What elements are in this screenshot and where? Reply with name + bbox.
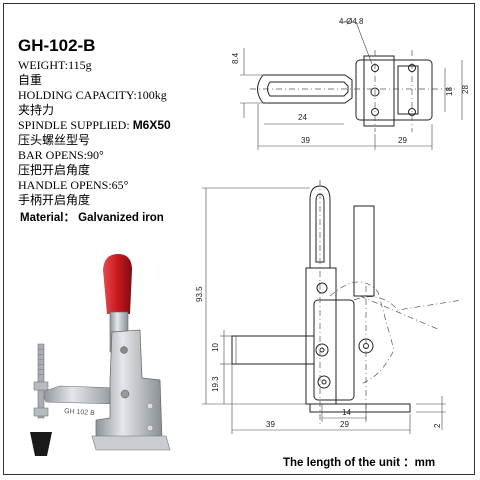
dim-side-29: 29	[340, 420, 349, 429]
dim-top-24: 24	[298, 113, 307, 122]
image-frame	[3, 3, 475, 475]
dim-holes: 4-Ø4.8	[339, 17, 364, 26]
spec-capacity: HOLDING CAPACITY:100kg	[18, 88, 167, 102]
dim-top-39: 39	[301, 136, 310, 145]
handle-grip	[103, 254, 132, 314]
spec-spindle: SPINDLE SUPPLIED: M6X50	[18, 118, 171, 132]
dim-side-193: 19.3	[211, 376, 220, 392]
spec-weight-cn: 自重	[18, 73, 43, 87]
dim-top-18: 18	[445, 87, 454, 96]
spec-handle-opens: HANDLE OPENS:65°	[18, 178, 129, 192]
spec-bar-opens: BAR OPENS:90°	[18, 148, 104, 162]
spec-capacity-cn: 夹持力	[18, 103, 55, 117]
rubber-tip	[30, 432, 52, 456]
spec-weight: WEIGHT:115g	[18, 58, 92, 72]
dim-side-39: 39	[266, 420, 275, 429]
svg-text:GH 102 B: GH 102 B	[64, 408, 95, 417]
model-title: GH-102-B	[18, 36, 96, 55]
spindle	[37, 343, 45, 419]
base-plate	[91, 435, 171, 451]
spindle-nut	[33, 381, 49, 391]
dim-side-935: 93.5	[195, 286, 204, 302]
dim-top-28: 28	[461, 85, 470, 94]
dim-side-14: 14	[342, 408, 351, 417]
unit-note: The length of the unit ：mm	[283, 457, 436, 469]
dim-top-29: 29	[398, 136, 407, 145]
spec-handle-opens-cn: 手柄开启角度	[18, 193, 91, 207]
top-view	[250, 50, 455, 132]
dim-top-84: 8.4	[231, 52, 240, 64]
spec-spindle-cn: 压头螺丝型号	[18, 133, 91, 147]
dim-side-2: 2	[433, 423, 442, 428]
material-label: Material： Galvanized iron	[20, 212, 164, 224]
dim-side-10: 10	[211, 343, 220, 352]
spec-bar-opens-cn: 压把开启角度	[18, 163, 91, 177]
side-view	[231, 180, 463, 424]
